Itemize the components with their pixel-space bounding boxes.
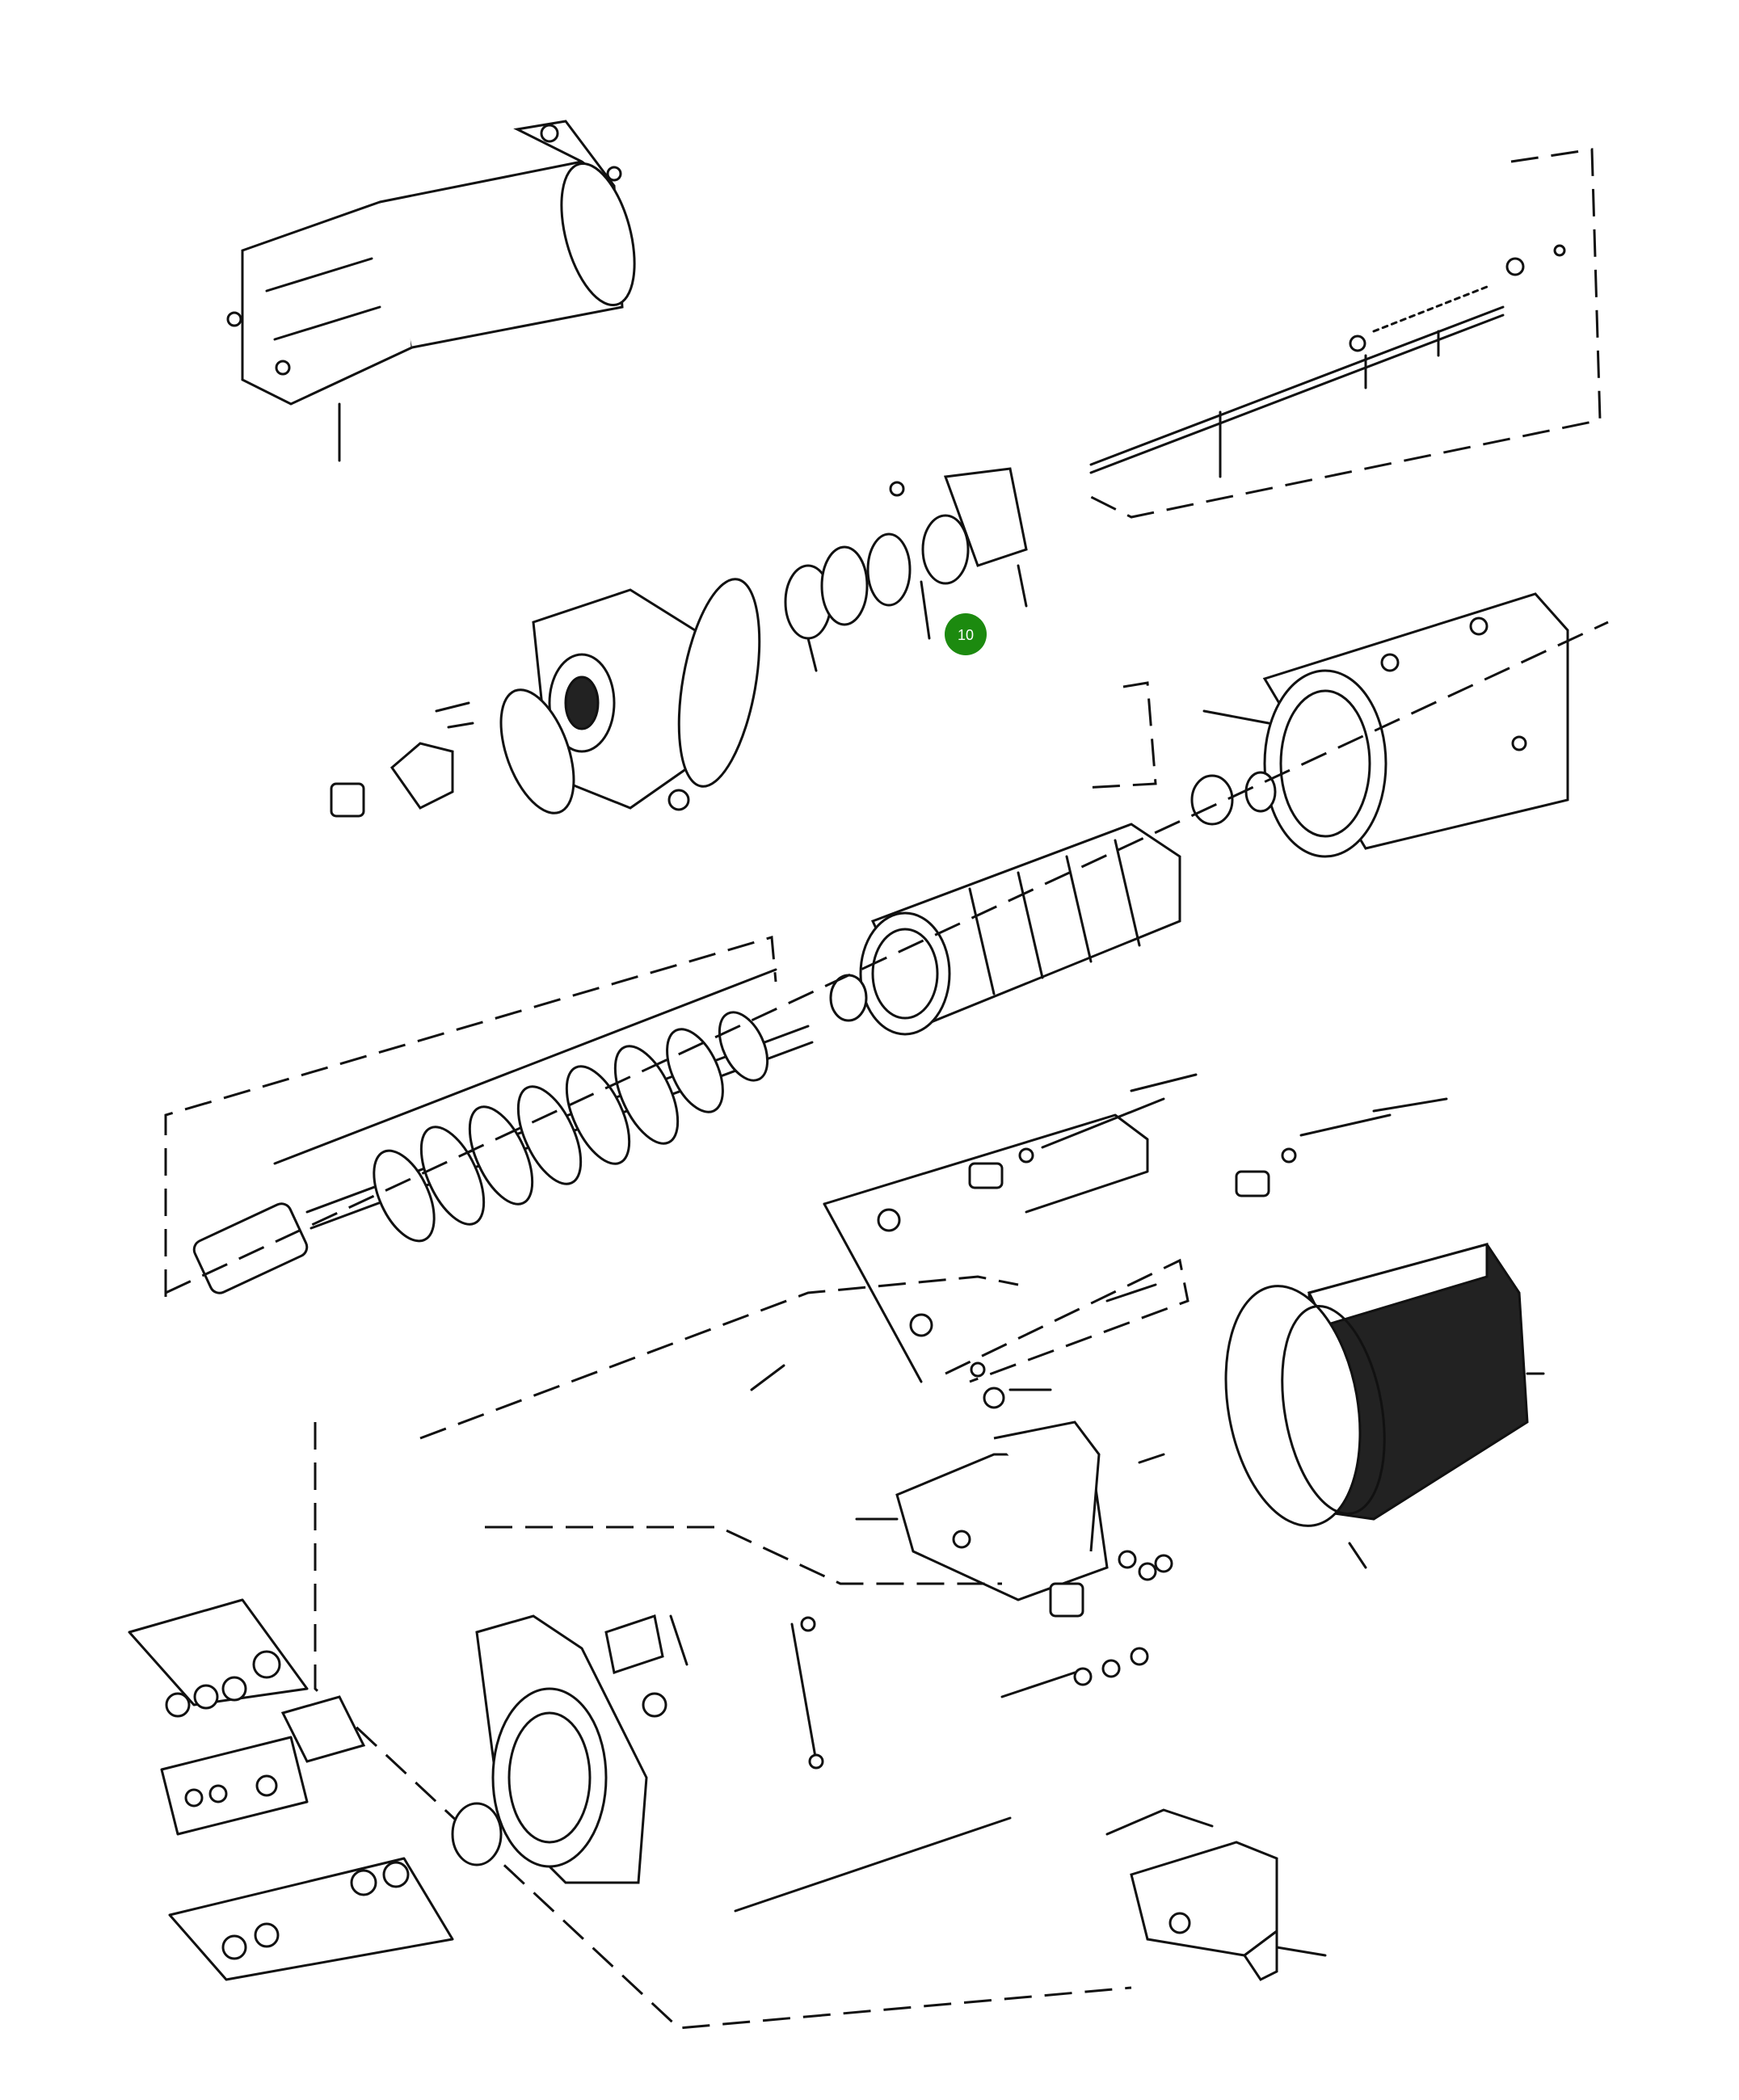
drive-end-housing: [499, 578, 761, 814]
field-frame-yoke: [1082, 592, 1569, 858]
relay-module: [1105, 1808, 1327, 1981]
pinion-gear: [330, 701, 474, 818]
shaft-outline: [164, 936, 777, 1297]
callout-marker: [945, 613, 987, 655]
armature: [829, 823, 1181, 1036]
upper-long-dashes: [165, 621, 1609, 1294]
callout-badge-10[interactable]: 10: [945, 613, 987, 655]
commutator-end-housing: [451, 1614, 688, 1884]
field-coil-band: [1224, 1243, 1545, 1569]
terminal-rod-lower: [734, 1364, 1149, 1913]
center-routing-dashes: [485, 1526, 1002, 1585]
lower-routing-dashes: [314, 1422, 1132, 2030]
solenoid-hardware: [823, 1073, 1448, 1383]
solenoid-rod-spring-assembly: [1082, 148, 1602, 519]
assembled-starter-motor: [226, 120, 636, 462]
drive-shaft-helix: [192, 968, 814, 1294]
solenoid-switch: [855, 1387, 1173, 1618]
middle-routing-dashes: [419, 1275, 1019, 1440]
callout-label: 10: [958, 627, 974, 643]
terminal-washers-left: [128, 1598, 454, 1981]
brush-plate-bracket: [945, 1258, 1190, 1383]
bearing-stack: [784, 467, 1028, 672]
